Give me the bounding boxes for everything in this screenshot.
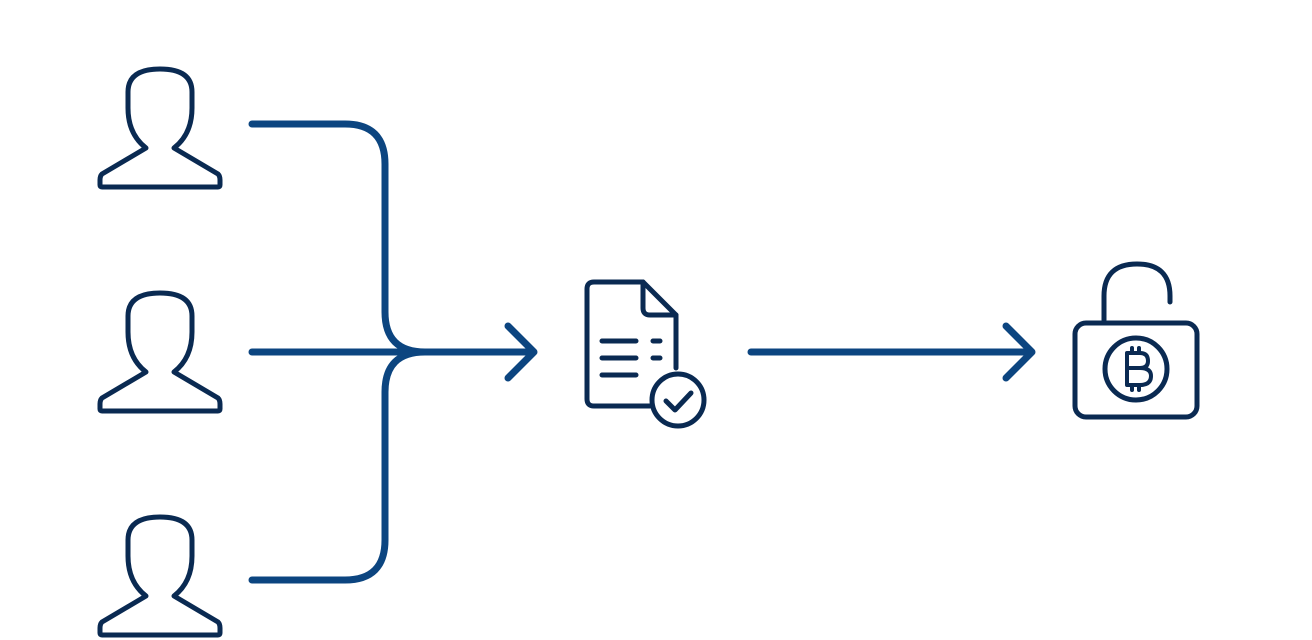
user-icon-3 bbox=[100, 517, 220, 635]
arrowhead-icon bbox=[1002, 322, 1036, 382]
bitcoin-lock-icon bbox=[1072, 261, 1200, 420]
arrowhead-icon bbox=[504, 322, 538, 382]
document-check-icon bbox=[584, 279, 707, 429]
user-icon-1 bbox=[100, 69, 220, 187]
user-icon-2 bbox=[100, 293, 220, 411]
connector-bottom bbox=[248, 348, 429, 584]
connector-top bbox=[248, 120, 429, 356]
